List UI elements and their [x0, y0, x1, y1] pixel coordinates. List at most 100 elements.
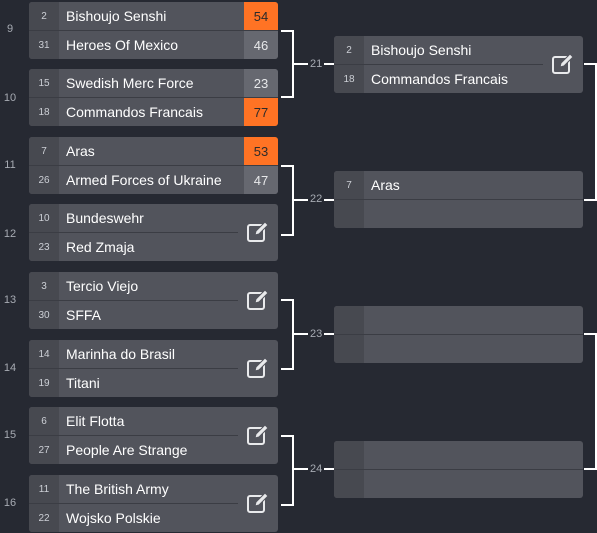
row-divider: [334, 64, 543, 65]
match-card-16[interactable]: 11 The British Army 22 Wojsko Polskie: [29, 475, 278, 532]
bracket-connector: [281, 299, 294, 370]
team-row[interactable]: 14 Marinha do Brasil: [29, 340, 278, 368]
team-seed: 26: [29, 166, 59, 194]
team-seed: 10: [29, 204, 59, 232]
team-score: 46: [244, 31, 278, 59]
row-divider: [29, 300, 238, 301]
team-row[interactable]: 7 Aras: [334, 171, 583, 199]
match-number: 13: [3, 294, 17, 306]
team-seed: 19: [29, 369, 59, 397]
row-divider: [334, 199, 583, 200]
team-row[interactable]: 30 SFFA: [29, 301, 278, 329]
match-number: 12: [3, 228, 17, 240]
team-row[interactable]: 11 The British Army: [29, 475, 278, 503]
team-row[interactable]: 3 Tercio Viejo: [29, 272, 278, 300]
bracket-connector-stub: [584, 468, 597, 470]
edit-icon[interactable]: [246, 491, 270, 515]
bracket-connector: [281, 165, 294, 236]
team-seed: 7: [29, 137, 59, 165]
team-name: Tercio Viejo: [66, 278, 139, 294]
team-name: Armed Forces of Ukraine: [66, 172, 222, 188]
team-seed: 3: [29, 272, 59, 300]
team-row[interactable]: 6 Elit Flotta: [29, 407, 278, 435]
match-card-9[interactable]: 2 Bishoujo Senshi 54 31 Heroes Of Mexico…: [29, 2, 278, 59]
bracket-connector: [281, 435, 294, 506]
team-row[interactable]: 15 Swedish Merc Force 23: [29, 69, 278, 97]
bracket-connector: [595, 63, 597, 201]
team-name: Swedish Merc Force: [66, 75, 194, 91]
match-card-23[interactable]: [334, 306, 583, 363]
match-number: 16: [3, 497, 17, 509]
edit-icon[interactable]: [551, 52, 575, 76]
match-card-14[interactable]: 14 Marinha do Brasil 19 Titani: [29, 340, 278, 397]
team-row[interactable]: 19 Titani: [29, 369, 278, 397]
team-seed: 22: [29, 504, 59, 532]
team-seed: 15: [29, 69, 59, 97]
match-card-12[interactable]: 10 Bundeswehr 23 Red Zmaja: [29, 204, 278, 261]
team-score: 53: [244, 137, 278, 165]
team-seed: 30: [29, 301, 59, 329]
row-divider: [29, 165, 278, 166]
bracket-connector-stub: [584, 63, 597, 65]
match-card-22[interactable]: 7 Aras: [334, 171, 583, 228]
team-seed: 27: [29, 436, 59, 464]
team-seed: [334, 200, 364, 228]
team-seed: 2: [29, 2, 59, 30]
match-card-21[interactable]: 2 Bishoujo Senshi 18 Commandos Francais: [334, 36, 583, 93]
team-seed: [334, 470, 364, 498]
row-divider: [29, 97, 278, 98]
team-row[interactable]: 7 Aras 53: [29, 137, 278, 165]
edit-icon[interactable]: [246, 356, 270, 380]
match-number: 21: [308, 58, 325, 70]
team-row[interactable]: 31 Heroes Of Mexico 46: [29, 31, 278, 59]
team-row[interactable]: 2 Bishoujo Senshi: [334, 36, 583, 64]
row-divider: [29, 503, 238, 504]
team-row[interactable]: 2 Bishoujo Senshi 54: [29, 2, 278, 30]
team-name: Bishoujo Senshi: [66, 8, 167, 24]
match-card-15[interactable]: 6 Elit Flotta 27 People Are Strange: [29, 407, 278, 464]
team-row[interactable]: [334, 470, 583, 498]
team-row[interactable]: [334, 441, 583, 469]
team-row[interactable]: 23 Red Zmaja: [29, 233, 278, 261]
edit-icon[interactable]: [246, 423, 270, 447]
team-seed: 31: [29, 31, 59, 59]
team-seed: 14: [29, 340, 59, 368]
team-row[interactable]: 26 Armed Forces of Ukraine 47: [29, 166, 278, 194]
row-divider: [334, 469, 583, 470]
team-name: Aras: [371, 177, 400, 193]
team-name: Heroes Of Mexico: [66, 37, 179, 53]
team-name: Elit Flotta: [66, 413, 125, 429]
team-name: Commandos Francais: [66, 104, 203, 120]
team-row[interactable]: 18 Commandos Francais 77: [29, 98, 278, 126]
row-divider: [29, 368, 238, 369]
match-number: 11: [4, 159, 16, 171]
team-row[interactable]: 22 Wojsko Polskie: [29, 504, 278, 532]
team-name: Wojsko Polskie: [66, 510, 161, 526]
match-number: 22: [308, 193, 325, 205]
team-row[interactable]: 10 Bundeswehr: [29, 204, 278, 232]
team-name: Marinha do Brasil: [66, 346, 175, 362]
edit-icon[interactable]: [246, 220, 270, 244]
team-name: Bishoujo Senshi: [371, 42, 472, 58]
match-card-11[interactable]: 7 Aras 53 26 Armed Forces of Ukraine 47: [29, 137, 278, 194]
team-score: 23: [244, 69, 278, 97]
bracket-connector-stub: [584, 333, 597, 335]
match-card-13[interactable]: 3 Tercio Viejo 30 SFFA: [29, 272, 278, 329]
match-number: 24: [308, 463, 325, 475]
team-row[interactable]: [334, 335, 583, 363]
team-row[interactable]: 18 Commandos Francais: [334, 65, 583, 93]
match-number: 15: [3, 429, 17, 441]
bracket-connector: [281, 30, 294, 98]
team-row[interactable]: [334, 200, 583, 228]
team-name: People Are Strange: [66, 442, 188, 458]
row-divider: [334, 334, 583, 335]
team-row[interactable]: 27 People Are Strange: [29, 436, 278, 464]
team-name: Commandos Francais: [371, 71, 508, 87]
match-card-24[interactable]: [334, 441, 583, 498]
match-card-10[interactable]: 15 Swedish Merc Force 23 18 Commandos Fr…: [29, 69, 278, 126]
team-row[interactable]: [334, 306, 583, 334]
edit-icon[interactable]: [246, 288, 270, 312]
team-seed: [334, 335, 364, 363]
team-seed: 18: [334, 65, 364, 93]
team-score: 47: [244, 166, 278, 194]
